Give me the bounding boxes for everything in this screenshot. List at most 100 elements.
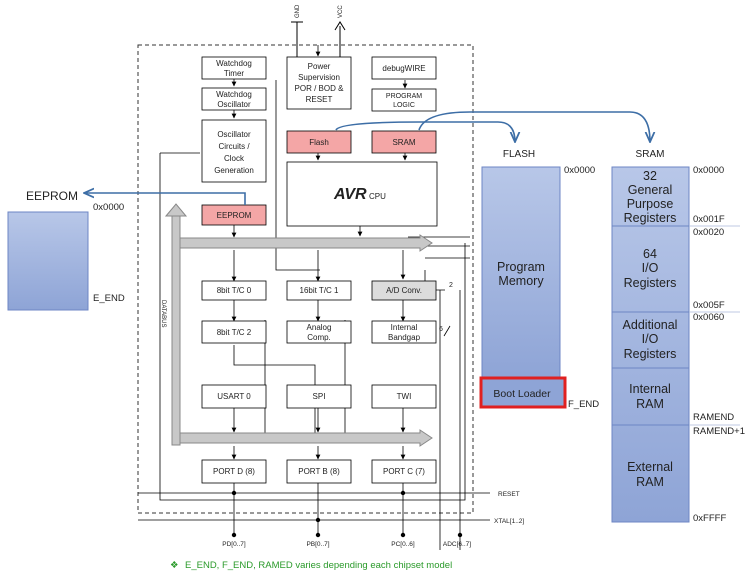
sram-map-title: SRAM: [636, 149, 665, 160]
oscillator-line2: Circuits /: [218, 142, 250, 151]
portb-label: PORT B (8): [298, 467, 340, 476]
sram-external-line2: RAM: [636, 475, 664, 489]
oscillator-block: Oscillator Circuits / Clock Generation: [201, 119, 267, 183]
pb-pin-label: PB[0..7]: [306, 541, 329, 548]
program-logic-block: PROGRAM LOGIC: [371, 88, 437, 112]
bandgap-line1: Internal: [391, 323, 418, 332]
eeprom-arrow: [84, 193, 246, 205]
chip-outline: [137, 44, 474, 514]
databus-label: DATABUS: [160, 300, 166, 327]
bandgap-block: Internal Bandgap: [371, 320, 437, 344]
portc-block: PORT C (7): [371, 459, 437, 484]
bandgap-line2: Bandgap: [388, 333, 421, 342]
sram-gpr-line1: 32: [643, 169, 657, 183]
sram-addio-line1: Additional: [623, 318, 678, 332]
tc2-block: 8bit T/C 2: [201, 320, 267, 344]
pd-pin-label: PD[0..7]: [222, 541, 246, 548]
sram-gpr-line2: General: [628, 183, 672, 197]
program-memory-line1: Program: [497, 260, 545, 274]
spi-label: SPI: [313, 392, 326, 401]
portd-block: PORT D (8): [201, 459, 267, 484]
tc0-label: 8bit T/C 0: [217, 286, 252, 295]
analog-comp-block: Analog Comp.: [286, 320, 352, 344]
program-logic-line1: PROGRAM: [386, 93, 422, 100]
port-pin-lines: [138, 483, 490, 538]
tc2-label: 8bit T/C 2: [217, 328, 252, 337]
eeprom-block: EEPROM: [201, 204, 267, 226]
power-supervision-block: Power Supervision POR / BOD & RESET: [286, 56, 352, 110]
adc-bus-count: 2: [449, 282, 453, 289]
sram-internal-line1: Internal: [629, 382, 671, 396]
footnote-text: E_END, F_END, RAMED varies depending eac…: [185, 560, 452, 571]
cpu-block: AVR CPU: [286, 161, 438, 227]
cpu-label: CPU: [369, 192, 386, 201]
sram-address-4: 0x0060: [693, 312, 724, 323]
sram-address-2: 0x0020: [693, 227, 724, 238]
avr-logo: AVR: [333, 186, 367, 203]
debugwire-label: debugWIRE: [382, 64, 425, 73]
watchdog-timer-block: Watchdog Timer: [201, 56, 267, 80]
eeprom-block-label: EEPROM: [217, 211, 252, 220]
watchdog-timer-line2: Timer: [224, 69, 244, 78]
vcc-pin: VCC: [334, 5, 346, 57]
flash-block-label: Flash: [309, 138, 329, 147]
watchdog-oscillator-line1: Watchdog: [216, 90, 252, 99]
flash-block: Flash: [286, 130, 352, 154]
flash-arrow: [335, 121, 515, 142]
sram-memory-map: SRAM 32 General Purpose Registers 64 I/O…: [611, 149, 745, 524]
vcc-label: VCC: [338, 5, 344, 18]
sram-gpr-line3: Purpose: [627, 197, 674, 211]
sram-io-line2: I/O: [642, 261, 659, 275]
eeprom-start-address: 0x0000: [93, 202, 124, 213]
sram-address-5: RAMEND: [693, 412, 734, 423]
sram-addio-line2: I/O: [642, 332, 659, 346]
block-connections: [231, 45, 408, 460]
boot-loader-label: Boot Loader: [493, 388, 551, 400]
power-line3: POR / BOD &: [295, 84, 345, 93]
sram-block: SRAM: [371, 130, 437, 154]
reset-pin-label: RESET: [498, 491, 520, 498]
portd-label: PORT D (8): [213, 467, 255, 476]
sram-address-1: 0x001F: [693, 214, 725, 225]
flash-memory-map: FLASH Program Memory Boot Loader 0x0000 …: [479, 149, 599, 410]
program-memory-line2: Memory: [498, 274, 544, 288]
analog-line1: Analog: [307, 323, 332, 332]
twi-block: TWI: [371, 384, 437, 409]
watchdog-oscillator-block: Watchdog Oscillator: [201, 87, 267, 111]
portb-block: PORT B (8): [286, 459, 352, 484]
xtal-pin-label: XTAL[1..2]: [494, 518, 524, 525]
sram-block-label: SRAM: [392, 138, 415, 147]
footnote-bullet: ❖: [170, 560, 179, 571]
adc-label: A/D Conv.: [386, 286, 422, 295]
power-line1: Power: [308, 62, 331, 71]
tc1-block: 16bit T/C 1: [286, 280, 352, 301]
adc-block: A/D Conv.: [371, 280, 437, 301]
sram-address-0: 0x0000: [693, 165, 724, 176]
usart-block: USART 0: [201, 384, 267, 409]
watchdog-timer-line1: Watchdog: [216, 59, 252, 68]
internal-buses: [159, 80, 470, 550]
sram-arrow: [418, 111, 650, 142]
bandgap-bus-count: 6: [439, 326, 443, 333]
sram-addio-line3: Registers: [624, 347, 677, 361]
sram-address-7: 0xFFFF: [693, 513, 726, 524]
mapping-arrows: [84, 111, 650, 205]
flash-map-title: FLASH: [503, 149, 535, 160]
watchdog-oscillator-line2: Oscillator: [217, 100, 251, 109]
oscillator-line1: Oscillator: [217, 130, 251, 139]
footnote: ❖ E_END, F_END, RAMED varies depending e…: [170, 560, 452, 571]
power-line4: RESET: [306, 95, 333, 104]
spi-block: SPI: [286, 384, 352, 409]
eeprom-end-address: E_END: [93, 293, 125, 304]
adc-pin-label: ADC[6..7]: [443, 541, 471, 548]
tc1-label: 16bit T/C 1: [300, 286, 340, 295]
sram-gpr-line4: Registers: [624, 211, 677, 225]
pc-pin-label: PC[0..6]: [391, 541, 415, 548]
debugwire-block: debugWIRE: [371, 56, 437, 80]
sram-address-6: RAMEND+1: [693, 426, 745, 437]
power-line2: Supervision: [298, 73, 340, 82]
analog-line2: Comp.: [307, 333, 331, 342]
oscillator-line4: Generation: [214, 166, 254, 175]
usart-label: USART 0: [217, 392, 251, 401]
sram-io-line3: Registers: [624, 276, 677, 290]
